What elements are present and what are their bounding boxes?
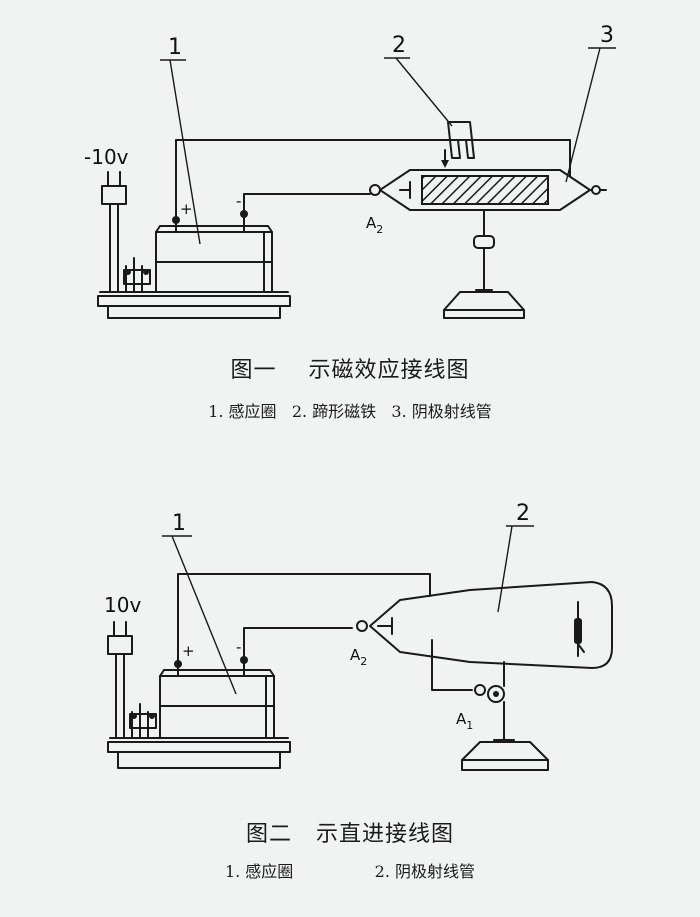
- interrupter: [109, 203, 151, 293]
- callouts: 1 2: [162, 501, 534, 695]
- coil-terminals: + -: [172, 192, 248, 233]
- figure-2-title: 图二 示直进接线图: [246, 822, 454, 847]
- induction-coil: [155, 225, 273, 293]
- callout-1: 1: [172, 511, 186, 536]
- figure-2-diagram: + - 10v: [104, 501, 613, 771]
- wiring: [175, 139, 571, 219]
- terminal-plus-label: +: [182, 642, 195, 660]
- figure-1-title: 图一 示磁效应接线图: [230, 358, 470, 383]
- figure-1-legend: 1. 感应圈 2. 蹄形磁铁 3. 阴极射线管: [208, 402, 492, 421]
- anode-a2-label: A2: [350, 646, 367, 668]
- wiring: [177, 573, 473, 691]
- terminal-minus-label: -: [236, 638, 241, 656]
- anode-a2-label: A2: [366, 214, 383, 236]
- callout-3: 3: [600, 23, 614, 48]
- interrupter: [115, 653, 157, 739]
- figure-2-legend: 1. 感应圈 2. 阴极射线管: [224, 862, 476, 881]
- anode-a1-label: A1: [456, 710, 473, 732]
- callout-2: 2: [516, 501, 530, 526]
- figure-1-diagram: + - -10v: [84, 23, 616, 319]
- cathode-ray-tube: [369, 169, 607, 211]
- coil-terminals: + -: [174, 638, 248, 677]
- anode-a1-terminal: [474, 684, 505, 703]
- tube-stand: [461, 661, 549, 771]
- terminal-minus-label: -: [236, 192, 241, 210]
- voltage-label: -10v: [84, 145, 129, 169]
- tube-stand: [443, 209, 525, 319]
- callout-1: 1: [168, 35, 182, 60]
- voltage-label: 10v: [104, 593, 141, 617]
- cathode-ray-tube: [356, 581, 613, 669]
- callouts: 1 2 3: [160, 23, 616, 245]
- induction-coil-base: [97, 291, 291, 319]
- induction-coil-base: [107, 737, 291, 769]
- power-plug-icon: [101, 171, 127, 205]
- callout-2: 2: [392, 33, 406, 58]
- power-plug-icon: [107, 621, 133, 655]
- horseshoe-magnet: [441, 121, 475, 168]
- terminal-plus-label: +: [180, 200, 193, 218]
- induction-coil: [159, 669, 275, 739]
